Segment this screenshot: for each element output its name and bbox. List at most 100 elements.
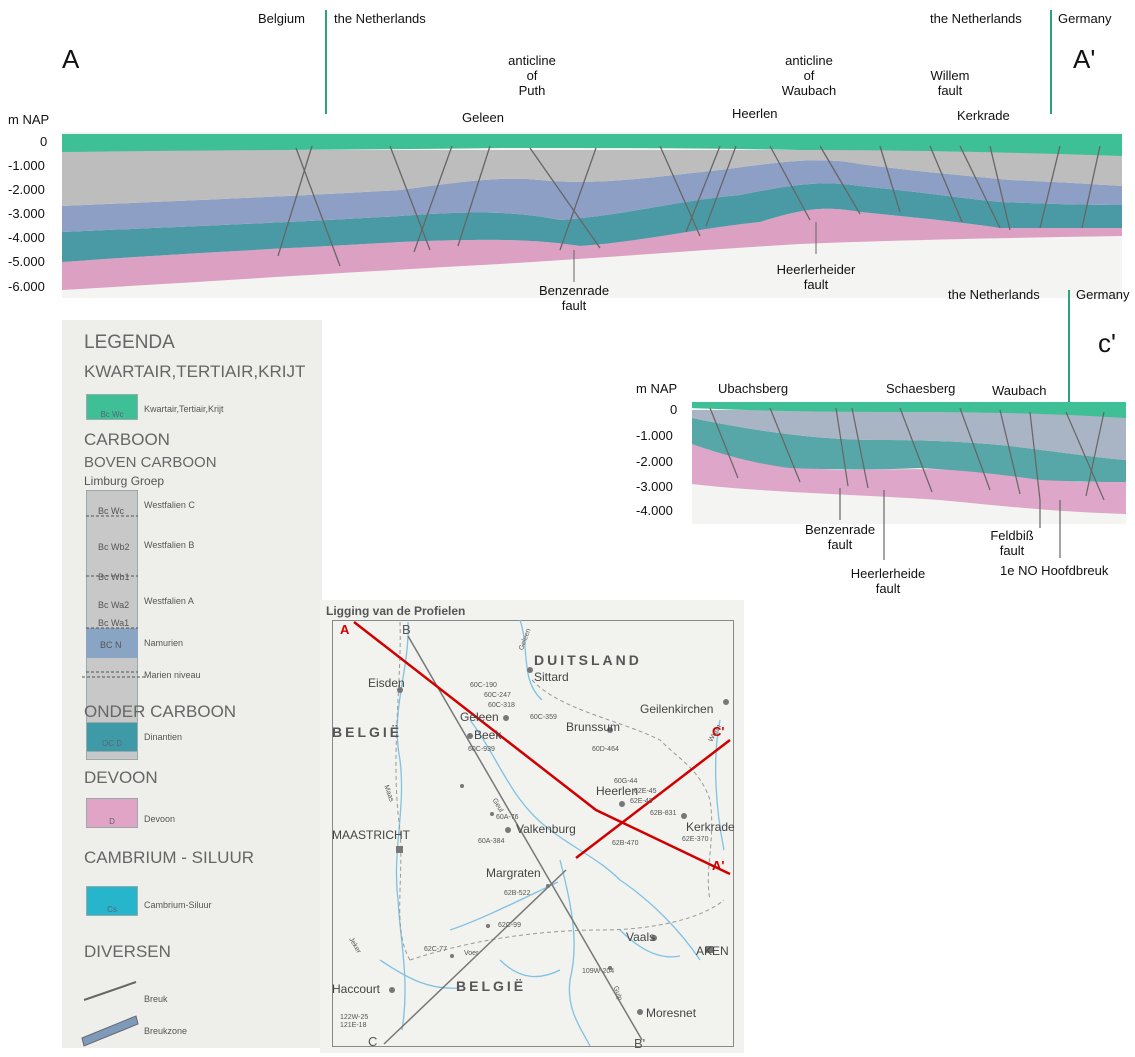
swatch-dinantien: OC D xyxy=(86,722,138,752)
depth-tick-0: 0 xyxy=(40,134,48,149)
place-geleen: Geleen xyxy=(462,110,504,125)
country-netherlands-c: the Netherlands xyxy=(948,287,1040,302)
map-line-b-label: B xyxy=(402,622,411,637)
map-well-60c-247: 60C-247 xyxy=(484,692,511,699)
swatch-cambrium: Cs xyxy=(86,886,138,916)
depth-tick-6000: -6.000 xyxy=(8,279,45,294)
legend-limburg-groep: Limburg Groep xyxy=(84,474,165,488)
river-label-voer: Voer xyxy=(464,950,479,957)
map-city-heerlen: Heerlen xyxy=(596,784,639,798)
location-map: Ligging van de Profielen xyxy=(320,600,744,1053)
map-city-eisden: Eisden xyxy=(368,676,405,690)
legend-marien: Marien niveau xyxy=(144,670,201,680)
map-drawing xyxy=(353,619,731,1047)
unit-code-wa1: Bc Wa1 xyxy=(98,618,130,628)
cross-section-a xyxy=(62,132,1122,298)
map-city-beek: Beek xyxy=(474,728,502,742)
map-line-c-label: C xyxy=(368,1034,378,1049)
map-country-belgie-bottom: BELGIË xyxy=(456,978,527,994)
depth-tick-c-3000: -3.000 xyxy=(636,479,673,494)
country-germany-c: Germany xyxy=(1076,287,1130,302)
map-city-brunssum: Brunssum xyxy=(566,720,621,734)
unit-westfalien-b: Westfalien B xyxy=(144,540,195,550)
unit-code-wb1: Bc Wb1 xyxy=(98,572,130,582)
marien-level-marks xyxy=(86,515,138,673)
map-line-c-prime-label: C' xyxy=(712,724,725,739)
depth-tick-1000: -1.000 xyxy=(8,158,45,173)
swatch-kwartair: Bc Wc xyxy=(86,394,138,420)
unit-code-wb2: Bc Wb2 xyxy=(98,542,130,552)
map-well-60a-76: 60A-76 xyxy=(496,814,519,821)
map-well-62b-522: 62B-522 xyxy=(504,890,531,897)
cross-section-c xyxy=(692,402,1126,560)
depth-tick-3000: -3.000 xyxy=(8,206,45,221)
swatch-limburg-groep xyxy=(86,490,138,760)
marien-niveau-symbol xyxy=(82,676,146,678)
legend-kwartair-heading: KWARTAIR,TERTIAIR,KRIJT xyxy=(84,362,306,381)
map-city-sittard: Sittard xyxy=(534,670,569,684)
map-well-62c-77: 62C-77 xyxy=(424,946,447,953)
unit-code-wc: Bc Wc xyxy=(98,506,124,516)
map-well-62e-43: 62E-43 xyxy=(630,798,653,805)
legend-breuk: Breuk xyxy=(144,994,168,1004)
legend-cambrium: Cambrium-Siluur xyxy=(144,900,212,910)
border-line-belgium-nl xyxy=(325,10,327,114)
depth-tick-5000: -5.000 xyxy=(8,254,45,269)
legend-panel: LEGENDA KWARTAIR,TERTIAIR,KRIJT Bc Wc Kw… xyxy=(62,320,322,1048)
map-line-a-label: A xyxy=(340,622,350,637)
legend-breukzone: Breukzone xyxy=(144,1026,188,1036)
map-well-60c-359: 60C-359 xyxy=(530,714,557,721)
legend-kwartair-text: Kwartair,Tertiair,Krijt xyxy=(144,404,224,414)
legend-onder-carboon: ONDER CARBOON xyxy=(84,702,237,721)
map-well-60c-190: 60C-190 xyxy=(470,682,497,689)
unit-code-n: BC N xyxy=(100,640,122,650)
legend-dinantien: Dinantien xyxy=(144,732,183,742)
depth-tick-c-0: 0 xyxy=(670,402,678,417)
map-frame xyxy=(332,620,734,1047)
map-city-aken: AKEN xyxy=(696,944,729,958)
map-well-60g-44: 60G-44 xyxy=(614,778,638,785)
map-well-109w-204: 109W-204 xyxy=(582,968,615,975)
country-netherlands-right: the Netherlands xyxy=(930,11,1022,26)
unit-namurien: Namurien xyxy=(144,638,184,648)
map-well-62b-831: 62B-831 xyxy=(650,810,677,817)
depth-tick-c-2000: -2.000 xyxy=(636,454,673,469)
map-city-kerkrade: Kerkrade xyxy=(686,820,735,834)
country-netherlands-left: the Netherlands xyxy=(334,11,426,26)
legend-devoon-heading: DEVOON xyxy=(84,768,158,787)
map-city-maastricht: MAASTRICHT xyxy=(332,828,410,842)
unit-westfalien-c: Westfalien C xyxy=(144,500,195,510)
axis-unit-a: m NAP xyxy=(8,112,50,127)
map-city-haccourt: Haccourt xyxy=(332,982,381,996)
map-city-margraten: Margraten xyxy=(486,866,541,880)
place-kerkrade: Kerkrade xyxy=(957,108,1010,123)
map-country-duitsland: DUITSLAND xyxy=(534,652,642,668)
map-city-vaals: Vaals xyxy=(626,930,656,944)
map-line-b-prime-label: B' xyxy=(634,1036,646,1051)
axis-unit-c: m NAP xyxy=(636,381,678,396)
map-well-60a-384: 60A-384 xyxy=(478,838,505,845)
country-germany: Germany xyxy=(1058,11,1112,26)
depth-tick-c-1000: -1.000 xyxy=(636,428,673,443)
map-city-valkenburg: Valkenburg xyxy=(516,822,576,836)
depth-tick-2000: -2.000 xyxy=(8,182,45,197)
legend-devoon: Devoon xyxy=(144,814,176,824)
map-line-a-prime-label: A' xyxy=(712,858,725,873)
map-well-60c-939: 60C-939 xyxy=(468,746,495,753)
unit-westfalien-a: Westfalien A xyxy=(144,596,194,606)
map-well-62b-470: 62B-470 xyxy=(612,840,639,847)
section-c-end-label: c' xyxy=(1098,328,1116,358)
place-heerlen: Heerlen xyxy=(732,106,778,121)
map-city-geilenkirchen: Geilenkirchen xyxy=(640,702,714,716)
hoofdbreuk-label: 1e NO Hoofdbreuk xyxy=(1000,563,1109,578)
map-well-62e-370: 62E-370 xyxy=(682,836,709,843)
map-well-60d-464: 60D-464 xyxy=(592,746,619,753)
section-a-end-label: A' xyxy=(1073,44,1096,74)
